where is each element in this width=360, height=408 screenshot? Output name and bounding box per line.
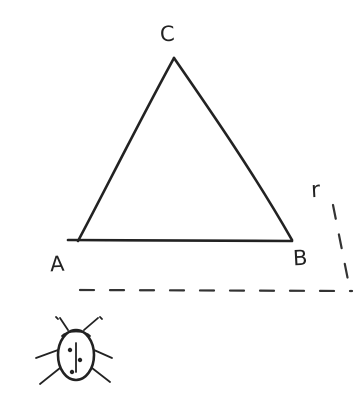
- triangle-side-ab: [66, 238, 294, 243]
- triangle-side-cb: [172, 56, 294, 242]
- ladybug-icon: [35, 316, 113, 385]
- side-r-label: r: [310, 177, 321, 204]
- triangle-side-ac: [76, 56, 176, 243]
- dashed-baseline: [78, 288, 354, 293]
- vertex-b-label: B: [292, 245, 309, 271]
- vertex-c-label: C: [159, 21, 176, 47]
- vertex-a-label: A: [49, 251, 65, 277]
- dashed-vertical-line: [331, 203, 352, 292]
